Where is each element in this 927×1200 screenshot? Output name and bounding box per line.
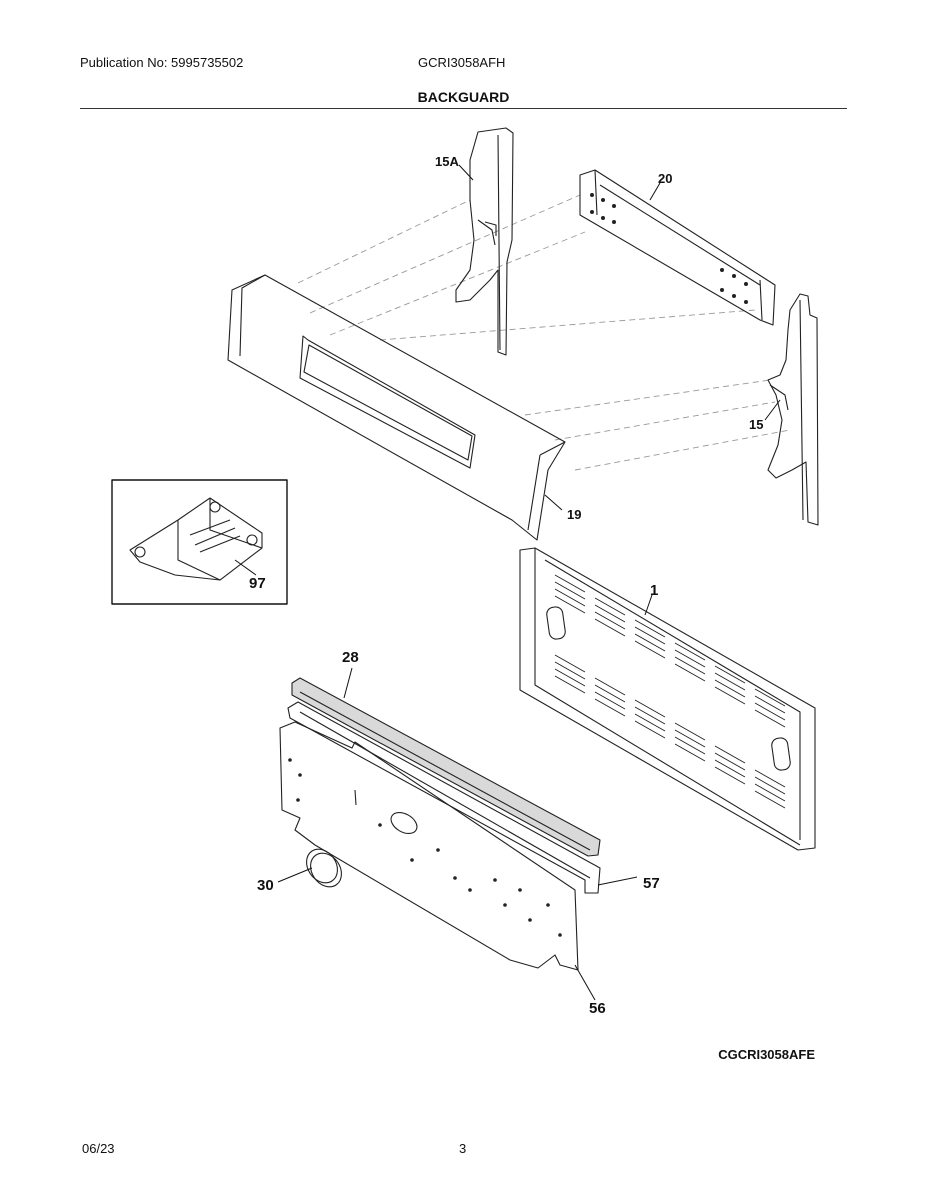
part-30-plug [306, 848, 342, 888]
part-28-trim-strip [291, 677, 601, 857]
callout-20: 20 [658, 171, 672, 186]
callout-15: 15 [749, 417, 763, 432]
model-number: GCRI3058AFH [418, 55, 506, 70]
callout-57: 57 [643, 875, 660, 892]
callout-1: 1 [650, 582, 658, 599]
callout-19: 19 [567, 507, 581, 522]
part-19-control-panel [227, 274, 566, 541]
part-15a-bracket [455, 127, 514, 356]
part-1-vented-shield [519, 547, 816, 851]
footer-page-number: 3 [459, 1141, 467, 1156]
part-56-mounting-panel [279, 721, 579, 971]
alignment-lines [297, 194, 791, 471]
header-rule [80, 108, 847, 109]
callout-30: 30 [257, 877, 274, 894]
page-title: BACKGUARD [417, 89, 510, 105]
leader-lines [234, 164, 781, 1001]
figure-code: CGCRI3058AFE [718, 1047, 815, 1062]
part-97-inset [111, 479, 288, 605]
publication-number: Publication No: 5995735502 [80, 55, 244, 70]
footer-date: 06/23 [82, 1141, 115, 1156]
part-20-rear-panel [579, 169, 776, 326]
callout-56: 56 [589, 1000, 606, 1017]
callout-97: 97 [249, 575, 266, 592]
part-15-bracket [767, 293, 819, 526]
part-57-strip [287, 701, 601, 894]
callout-15a: 15A [435, 154, 459, 169]
callout-28: 28 [342, 649, 359, 666]
